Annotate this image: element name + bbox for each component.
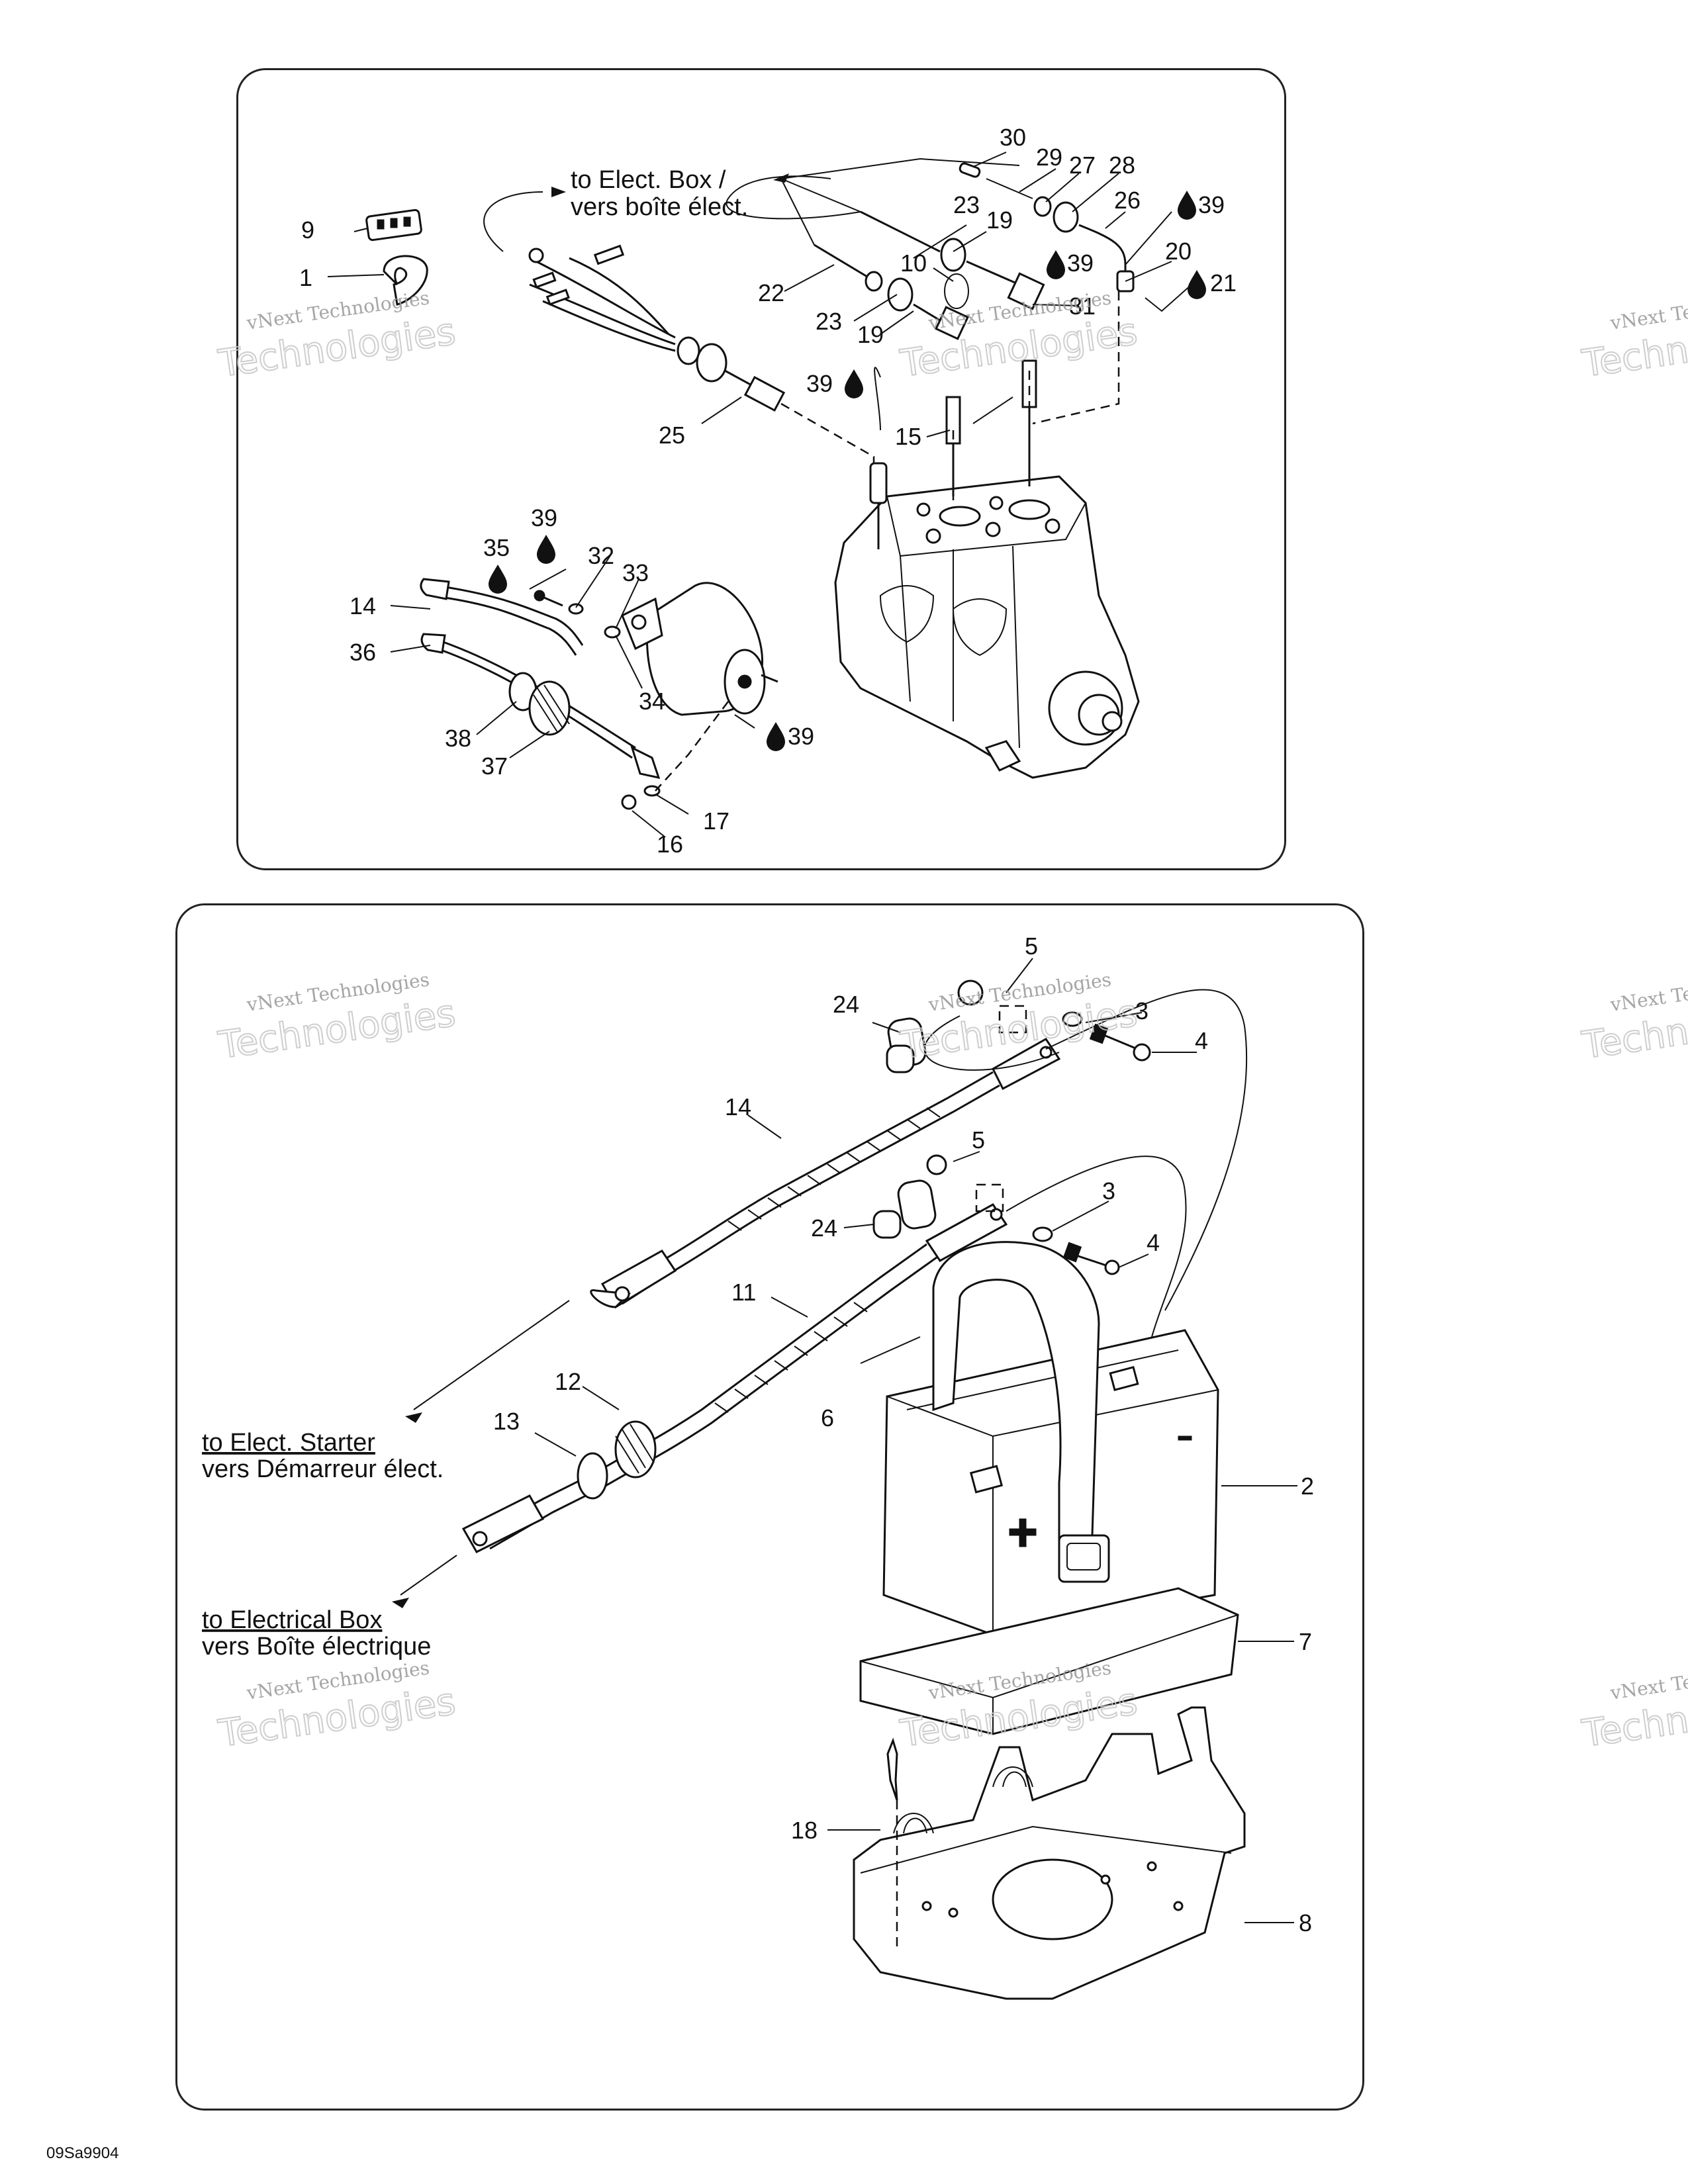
spark-plugs	[945, 359, 1037, 496]
callout-39: 39	[531, 504, 557, 531]
grease-drop-icon	[845, 369, 863, 398]
grease-drop-icon	[537, 535, 555, 564]
callout-35: 35	[483, 534, 510, 561]
callout-30: 30	[1000, 124, 1026, 151]
callout-28: 28	[1109, 152, 1135, 179]
callout-27: 27	[1069, 152, 1096, 179]
cable-clamps-left	[365, 208, 428, 306]
callout-9: 9	[301, 216, 314, 244]
grease-drop-icon	[1047, 250, 1065, 279]
callout-21: 21	[1210, 269, 1237, 296]
callout-11: 11	[731, 1279, 756, 1306]
callout-2: 2	[1301, 1473, 1314, 1500]
grease-drop-icon	[767, 722, 785, 751]
bottom-callouts: 5 24 3 4 14 5 3 24 4 11 12 6 2 13 7 18 8	[493, 933, 1314, 1936]
callout-32: 32	[588, 542, 614, 569]
grease-drop-icon	[1178, 191, 1196, 220]
callout-15: 15	[895, 423, 921, 450]
ref-vers-boite-elect: vers boîte élect.	[571, 193, 748, 221]
callout-1: 1	[299, 264, 312, 291]
callout-34: 34	[639, 688, 665, 715]
starter-and-cables	[420, 578, 778, 810]
top-reference-labels: to Elect. Box / vers boîte élect.	[571, 166, 748, 221]
callout-5: 5	[1025, 933, 1038, 960]
callout-18: 18	[791, 1817, 818, 1844]
svg-text:vNext Technologies: vNext Technologies	[1609, 968, 1688, 1016]
callout-8: 8	[1299, 1909, 1312, 1936]
callout-29: 29	[1036, 144, 1062, 171]
ignition-wiring	[483, 158, 1135, 549]
svg-text:vNext Technologies: vNext Technologies	[1609, 1657, 1688, 1704]
top-callouts: 30 29 27 28 26 39 23 19 20 21 9 1 22 10 …	[299, 124, 1237, 858]
ref-vers-demarreur-elect: vers Démarreur élect.	[202, 1455, 444, 1483]
grease-drop-icon	[489, 565, 507, 594]
callout-33: 33	[622, 559, 649, 586]
callout-13: 13	[493, 1408, 520, 1435]
callout-39: 39	[1198, 191, 1225, 218]
callout-16: 16	[657, 831, 683, 858]
battery-holder	[853, 1706, 1246, 2000]
callout-6: 6	[821, 1404, 834, 1432]
figure-id: 09Sa9904	[46, 2144, 119, 2162]
battery-tray-pad	[859, 1587, 1239, 1735]
callout-14: 14	[725, 1093, 751, 1120]
callout-39: 39	[788, 723, 814, 750]
callout-20: 20	[1165, 238, 1192, 265]
callout-38: 38	[445, 725, 471, 752]
ref-to-elect-box: to Elect. Box /	[571, 166, 726, 194]
battery	[882, 1241, 1219, 1636]
callout-26: 26	[1114, 187, 1141, 214]
bottom-leader-lines	[392, 958, 1297, 1923]
callout-24: 24	[811, 1214, 837, 1242]
terminal-hardware	[872, 979, 1151, 1275]
callout-23: 23	[816, 308, 842, 335]
ref-vers-boite-electrique: vers Boîte électrique	[202, 1633, 431, 1661]
grease-drop-icon	[1188, 270, 1206, 299]
callout-17: 17	[703, 807, 729, 835]
callout-12: 12	[555, 1368, 581, 1395]
callout-14: 14	[350, 592, 376, 619]
callout-19: 19	[986, 206, 1013, 234]
callout-39: 39	[806, 370, 833, 397]
callout-4: 4	[1147, 1229, 1160, 1256]
callout-23: 23	[953, 191, 980, 218]
callout-7: 7	[1299, 1628, 1312, 1655]
callout-22: 22	[758, 279, 784, 306]
battery-cables	[461, 989, 1248, 1553]
callout-5: 5	[972, 1126, 985, 1154]
bottom-reference-labels: to Elect. Starter vers Démarreur élect. …	[202, 1429, 444, 1661]
engine-assembly	[834, 475, 1140, 779]
callout-36: 36	[350, 639, 376, 666]
callout-24: 24	[833, 991, 859, 1018]
callout-3: 3	[1102, 1177, 1115, 1205]
top-leader-lines	[327, 152, 1192, 838]
callout-31: 31	[1069, 293, 1096, 320]
callout-37: 37	[481, 752, 508, 780]
callout-4: 4	[1195, 1027, 1208, 1054]
callout-19: 19	[857, 321, 884, 348]
ref-to-elect-starter: to Elect. Starter	[202, 1429, 375, 1457]
svg-text:vNext Technologies: vNext Technologies	[1609, 287, 1688, 334]
callout-39: 39	[1067, 250, 1094, 277]
callout-3: 3	[1135, 997, 1149, 1024]
callout-25: 25	[659, 422, 685, 449]
callout-10: 10	[900, 250, 927, 277]
ref-to-electrical-box: to Electrical Box	[202, 1606, 382, 1634]
